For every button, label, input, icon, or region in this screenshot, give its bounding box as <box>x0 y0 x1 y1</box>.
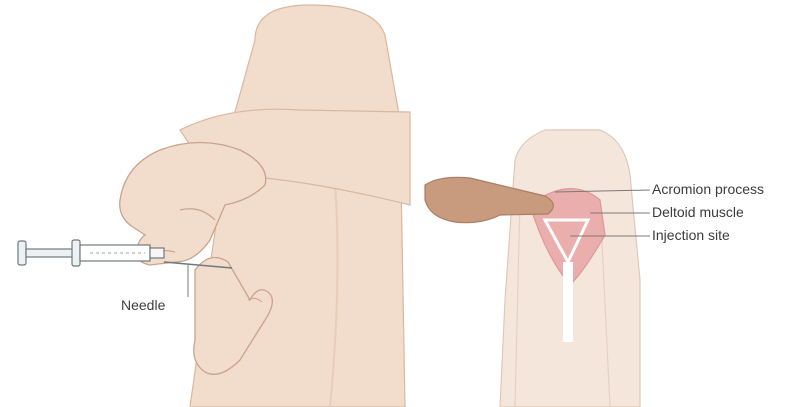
injection-site-label: Injection site <box>652 227 730 243</box>
deltoid-muscle-label: Deltoid muscle <box>652 204 744 220</box>
acromion-process-label: Acromion process <box>652 181 764 197</box>
needle-label: Needle <box>121 297 165 313</box>
